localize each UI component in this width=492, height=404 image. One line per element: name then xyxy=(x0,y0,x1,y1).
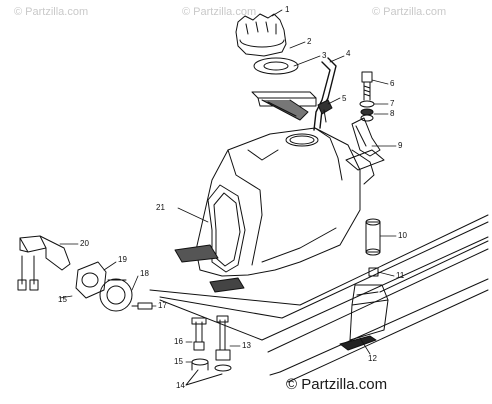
callout-12: 12 xyxy=(368,354,377,363)
callout-14: 14 xyxy=(176,381,185,390)
watermark-top-right: © Partzilla.com xyxy=(372,6,447,18)
watermark-top-center: © Partzilla.com xyxy=(182,6,257,18)
leader-lines xyxy=(59,9,397,363)
callout-10: 10 xyxy=(398,231,407,240)
vent-hose-part-4[interactable] xyxy=(313,57,337,131)
fuel-tank-part-21[interactable] xyxy=(174,127,375,293)
copyright-notice: © Partzilla.com xyxy=(286,376,388,393)
callout-15-upper: 15 xyxy=(58,295,67,304)
fuel-cap-part-1[interactable] xyxy=(235,13,287,57)
filler-filter-part-2[interactable] xyxy=(251,91,317,121)
callout-17: 17 xyxy=(158,301,167,310)
callout-6: 6 xyxy=(390,79,395,88)
bolt-part-6[interactable] xyxy=(361,71,373,101)
mount-bracket-part-9[interactable] xyxy=(345,117,385,171)
callout-21: 21 xyxy=(156,203,165,212)
grommets-part-15-lower[interactable] xyxy=(191,358,232,372)
petcock-part-18[interactable] xyxy=(99,278,133,312)
callout-8: 8 xyxy=(390,109,395,118)
watermark-top-left: © Partzilla.com xyxy=(14,6,89,18)
callout-4: 4 xyxy=(346,49,351,58)
callout-11: 11 xyxy=(396,271,405,280)
callout-7: 7 xyxy=(390,99,395,108)
callout-15-lower: 15 xyxy=(174,357,183,366)
washer-part-7[interactable] xyxy=(359,100,375,108)
frame-bracket-part-12[interactable] xyxy=(339,284,389,351)
callout-20: 20 xyxy=(80,239,89,248)
callout-2: 2 xyxy=(307,37,312,46)
screw-part-17[interactable] xyxy=(131,302,153,310)
callout-1: 1 xyxy=(285,5,290,14)
stud-part-16[interactable] xyxy=(191,317,207,351)
callout-13: 13 xyxy=(242,341,251,350)
part-14-pointer xyxy=(185,369,223,386)
callout-3: 3 xyxy=(322,51,327,60)
callout-16: 16 xyxy=(174,337,183,346)
cap-gasket-part-3[interactable] xyxy=(253,57,299,75)
frame-rails xyxy=(149,214,489,383)
screw-part-13[interactable] xyxy=(215,315,231,361)
bushing-part-8[interactable] xyxy=(360,108,374,122)
spacer-part-10[interactable] xyxy=(365,218,381,256)
fuel-filter-part-20[interactable] xyxy=(19,235,71,285)
callout-19: 19 xyxy=(118,255,127,264)
petcock-gasket-part-19[interactable] xyxy=(75,261,107,299)
grommets-part-15-upper[interactable] xyxy=(17,279,39,291)
callout-9: 9 xyxy=(398,141,403,150)
callout-5: 5 xyxy=(342,94,347,103)
callout-18: 18 xyxy=(140,269,149,278)
nut-part-11[interactable] xyxy=(368,267,379,277)
